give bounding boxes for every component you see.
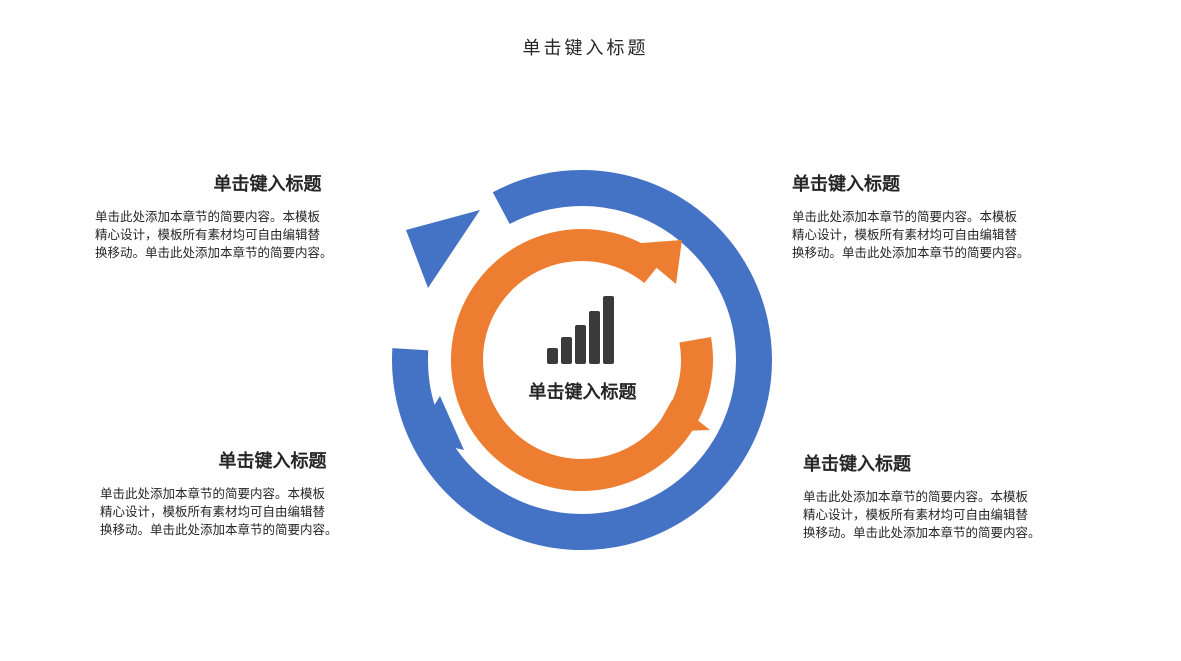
block-heading: 单击键入标题 (792, 174, 900, 195)
body-line: 单击此处添加本章节的简要内容。本模板 (95, 209, 321, 224)
body-line: 单击此处添加本章节的简要内容。本模板 (803, 489, 1029, 504)
body-line: 单击此处添加本章节的简要内容。本模板 (792, 209, 1018, 224)
block-body: 单击此处添加本章节的简要内容。本模板 精心设计，模板所有素材均可自由编辑替 换移… (792, 208, 1082, 262)
text-block-top-left: 单击键入标题 单击此处添加本章节的简要内容。本模板 精心设计，模板所有素材均可自… (95, 170, 385, 262)
center-label: 单击键入标题 (528, 382, 637, 403)
text-block-top-right: 单击键入标题 单击此处添加本章节的简要内容。本模板 精心设计，模板所有素材均可自… (792, 170, 1082, 262)
block-body: 单击此处添加本章节的简要内容。本模板 精心设计，模板所有素材均可自由编辑替 换移… (95, 208, 385, 262)
body-line: 精心设计，模板所有素材均可自由编辑替 (95, 227, 321, 242)
text-block-bottom-left: 单击键入标题 单击此处添加本章节的简要内容。本模板 精心设计，模板所有素材均可自… (100, 447, 390, 539)
text-block-bottom-right: 单击键入标题 单击此处添加本章节的简要内容。本模板 精心设计，模板所有素材均可自… (803, 450, 1093, 542)
body-line: 精心设计，模板所有素材均可自由编辑替 (803, 507, 1029, 522)
signal-bars-icon (547, 296, 614, 364)
body-line: 单击此处添加本章节的简要内容。本模板 (100, 486, 326, 501)
body-line: 换移动。单击此处添加本章节的简要内容。 (792, 245, 1030, 260)
page-title: 单击键入标题 (522, 38, 649, 59)
block-body: 单击此处添加本章节的简要内容。本模板 精心设计，模板所有素材均可自由编辑替 换移… (803, 488, 1093, 542)
block-heading: 单击键入标题 (803, 454, 911, 475)
body-line: 精心设计，模板所有素材均可自由编辑替 (100, 504, 326, 519)
body-line: 换移动。单击此处添加本章节的简要内容。 (803, 525, 1041, 540)
block-body: 单击此处添加本章节的简要内容。本模板 精心设计，模板所有素材均可自由编辑替 换移… (100, 485, 390, 539)
outer-ring (392, 170, 772, 550)
body-line: 精心设计，模板所有素材均可自由编辑替 (792, 227, 1018, 242)
body-line: 换移动。单击此处添加本章节的简要内容。 (100, 522, 338, 537)
cycle-diagram (392, 170, 772, 550)
body-line: 换移动。单击此处添加本章节的简要内容。 (95, 245, 333, 260)
block-heading: 单击键入标题 (213, 174, 322, 195)
inner-ring (451, 229, 713, 491)
block-heading: 单击键入标题 (218, 451, 327, 472)
